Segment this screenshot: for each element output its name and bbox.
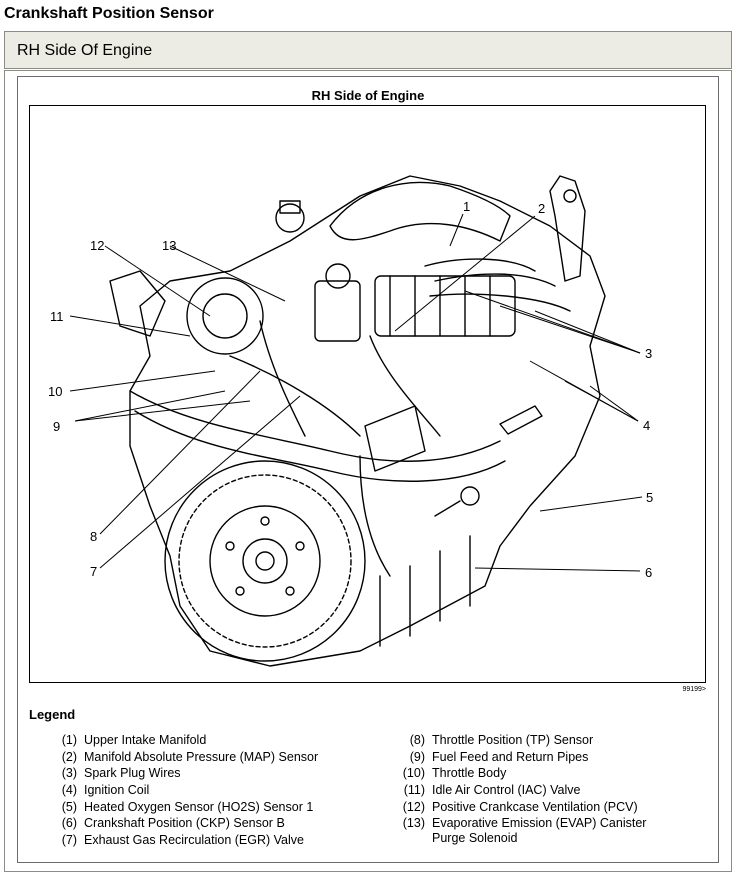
engine-illustration-box: 1 2 3 4 5 6 7 8 9 10 11 12 13: [29, 105, 706, 683]
callout-6: 6: [645, 565, 652, 580]
legend-item: (1)Upper Intake Manifold: [61, 733, 207, 747]
legend-item: (3)Spark Plug Wires: [61, 766, 181, 781]
figure-panel: RH Side of Engine: [17, 76, 719, 863]
legend-item: (4)Ignition Coil: [61, 783, 150, 798]
callout-1: 1: [463, 199, 470, 214]
legend-title: Legend: [29, 707, 76, 722]
callout-9: 9: [53, 419, 60, 434]
section-title: RH Side Of Engine: [17, 42, 153, 59]
section-header: RH Side Of Engine: [4, 31, 732, 69]
page-title: Crankshaft Position Sensor: [4, 5, 214, 22]
callout-2: 2: [538, 201, 545, 216]
callout-13: 13: [162, 238, 176, 253]
legend-item: (7)Exhaust Gas Recirculation (EGR) Valve: [61, 833, 304, 848]
legend-left-column: (1)Upper Intake Manifold (2)Manifold Abs…: [48, 732, 319, 849]
diagram-frame: RH Side of Engine: [4, 70, 732, 872]
callout-8: 8: [90, 529, 97, 544]
legend-item: (10)Throttle Body: [402, 766, 507, 781]
legend-item: (5)Heated Oxygen Sensor (HO2S) Sensor 1: [61, 799, 314, 814]
callout-12: 12: [90, 238, 104, 253]
legend-item: (12)Positive Crankcase Ventilation (PCV): [402, 799, 638, 814]
callout-4: 4: [643, 418, 650, 433]
legend-right-column: (8)Throttle Position (TP) Sensor (9)Fuel…: [396, 732, 647, 846]
callout-10: 10: [48, 384, 62, 399]
legend-item: (13)Evaporative Emission (EVAP) Canister…: [402, 816, 647, 846]
engine-illustration: 1 2 3 4 5 6 7 8 9 10 11 12 13: [48, 175, 653, 667]
figure-id: 99199>: [682, 686, 706, 693]
legend-item: (2)Manifold Absolute Pressure (MAP) Sens…: [61, 749, 319, 764]
figure-title: RH Side of Engine: [311, 88, 425, 103]
legend-item: (9)Fuel Feed and Return Pipes: [409, 749, 589, 764]
callout-11: 11: [50, 309, 64, 324]
callout-3: 3: [645, 346, 652, 361]
legend-item: (11)Idle Air Control (IAC) Valve: [403, 783, 581, 798]
legend-item: (8)Throttle Position (TP) Sensor: [409, 733, 594, 747]
callout-7: 7: [90, 564, 97, 579]
legend-item: (6)Crankshaft Position (CKP) Sensor B: [61, 816, 285, 831]
callout-5: 5: [646, 490, 653, 505]
